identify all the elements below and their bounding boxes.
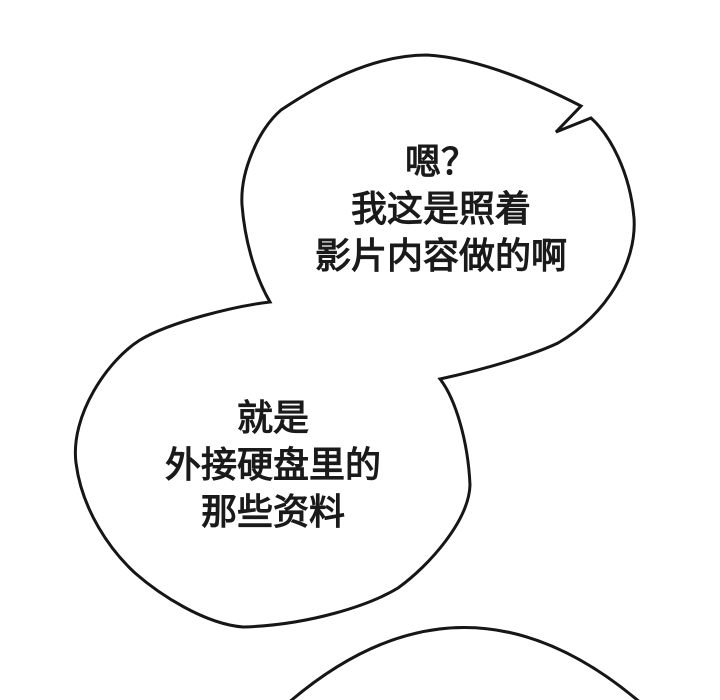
dialog-line: 影片内容做的啊 bbox=[314, 235, 567, 276]
speech-bubble-top-text: 嗯？ 我这是照着 影片内容做的啊 bbox=[281, 138, 601, 279]
dialog-line: 就是 bbox=[236, 397, 309, 438]
dialog-line: 那些资料 bbox=[200, 491, 345, 532]
dialog-line: 嗯？ bbox=[404, 141, 477, 182]
partial-bubble-outline bbox=[289, 626, 640, 700]
speech-bubble-bottom-text: 就是 外接硬盘里的 那些资料 bbox=[113, 394, 433, 535]
speech-bubble-merged-outline bbox=[73, 53, 636, 629]
dialog-line: 我这是照着 bbox=[350, 188, 531, 229]
dialog-line: 外接硬盘里的 bbox=[164, 444, 381, 485]
